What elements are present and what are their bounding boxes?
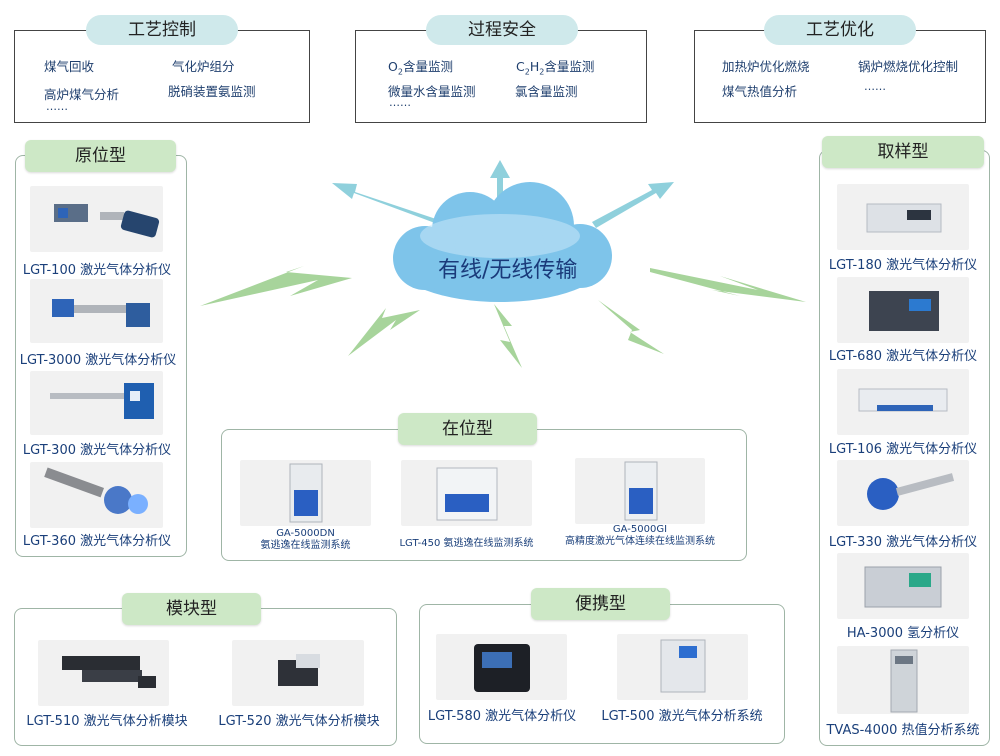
lgt-106-label: LGT-106 激光气体分析仪 [828,442,978,457]
up-right-arrow [592,182,674,228]
process-safety-box [355,30,647,123]
up-left-arrow [332,183,445,226]
ga-5000dn-desc: 氨逃逸在线监测系统 [260,540,351,551]
ga-5000dn-image [240,460,371,526]
process-optimization-title: 工艺优化 [764,15,916,45]
lgt-180-image [837,184,969,250]
lgt-450-image [401,460,532,526]
cloud-label: 有线/无线传输 [438,258,578,283]
lgt-180-label: LGT-180 激光气体分析仪 [828,258,978,273]
lgt-520-image [232,640,364,706]
lgt-360-label: LGT-360 激光气体分析仪 [22,534,172,549]
lgt-680-label: LGT-680 激光气体分析仪 [828,349,978,364]
ga-5000dn-model: GA-5000DN [276,528,335,539]
lgt-450-label: LGT-450 氨逃逸在线监测系统 [399,538,534,549]
lightning-bolt-icon [200,266,806,368]
o2-monitor-item: O2含量监测 [388,59,453,77]
lgt-360-image [30,462,163,528]
tvas-4000-label: TVAS-4000 热值分析系统 [826,723,980,738]
process-control-item: 煤气回收 [44,59,95,74]
process-safety-title: 过程安全 [426,15,578,45]
lgt-300-label: LGT-300 激光气体分析仪 [22,443,172,458]
sampling-title: 取样型 [822,136,984,168]
lgt-100-image [30,186,163,252]
portable-title: 便携型 [531,588,670,620]
lgt-520-label: LGT-520 激光气体分析模块 [218,714,380,729]
lgt-300-image [30,371,163,435]
lgt-580-label: LGT-580 激光气体分析仪 [427,709,577,724]
lgt-500-label: LGT-500 激光气体分析系统 [601,709,763,724]
process-control-box [14,30,310,123]
process-optimization-box [694,30,986,123]
lgt-500-image [617,634,748,700]
tvas-4000-image [837,646,969,714]
process-control-item: 脱硝装置氨监测 [168,84,256,99]
lgt-510-image [38,640,169,706]
process-control-item: …… [46,100,68,113]
in-situ-title: 原位型 [25,140,176,172]
process-optimization-item: 加热炉优化燃烧 [722,59,810,74]
process-optimization-item: …… [864,80,886,93]
process-optimization-item: 锅炉燃烧优化控制 [858,59,959,74]
process-safety-item: …… [389,96,411,109]
module-title: 模块型 [122,593,261,625]
lgt-3000-image [30,279,163,343]
lgt-580-image [436,634,567,700]
lgt-330-label: LGT-330 激光气体分析仪 [828,535,978,550]
ga-5000gi-desc: 高精度激光气体连续在线监测系统 [565,536,715,547]
lgt-680-image [837,277,969,343]
process-safety-item: 微量水含量监测 [388,84,476,99]
process-control-item: 气化炉组分 [172,59,235,74]
ga-5000gi-model: GA-5000GI [612,524,668,535]
ha-3000-image [837,553,969,619]
process-control-title: 工艺控制 [86,15,238,45]
ha-3000-label: HA-3000 氢分析仪 [846,626,960,641]
process-control-item: 高炉煤气分析 [44,87,120,102]
c2h2-monitor-item: C2H2含量监测 [516,59,595,77]
lgt-330-image [837,460,969,526]
lgt-100-label: LGT-100 激光气体分析仪 [22,263,172,278]
online-title: 在位型 [398,413,537,445]
ga-5000gi-image [575,458,705,524]
process-safety-item: 氯含量监测 [515,84,578,99]
up-arrow [490,160,510,205]
lgt-3000-label: LGT-3000 激光气体分析仪 [19,353,177,368]
process-optimization-item: 煤气热值分析 [722,84,798,99]
lgt-106-image [837,369,969,435]
lgt-510-label: LGT-510 激光气体分析模块 [26,714,188,729]
